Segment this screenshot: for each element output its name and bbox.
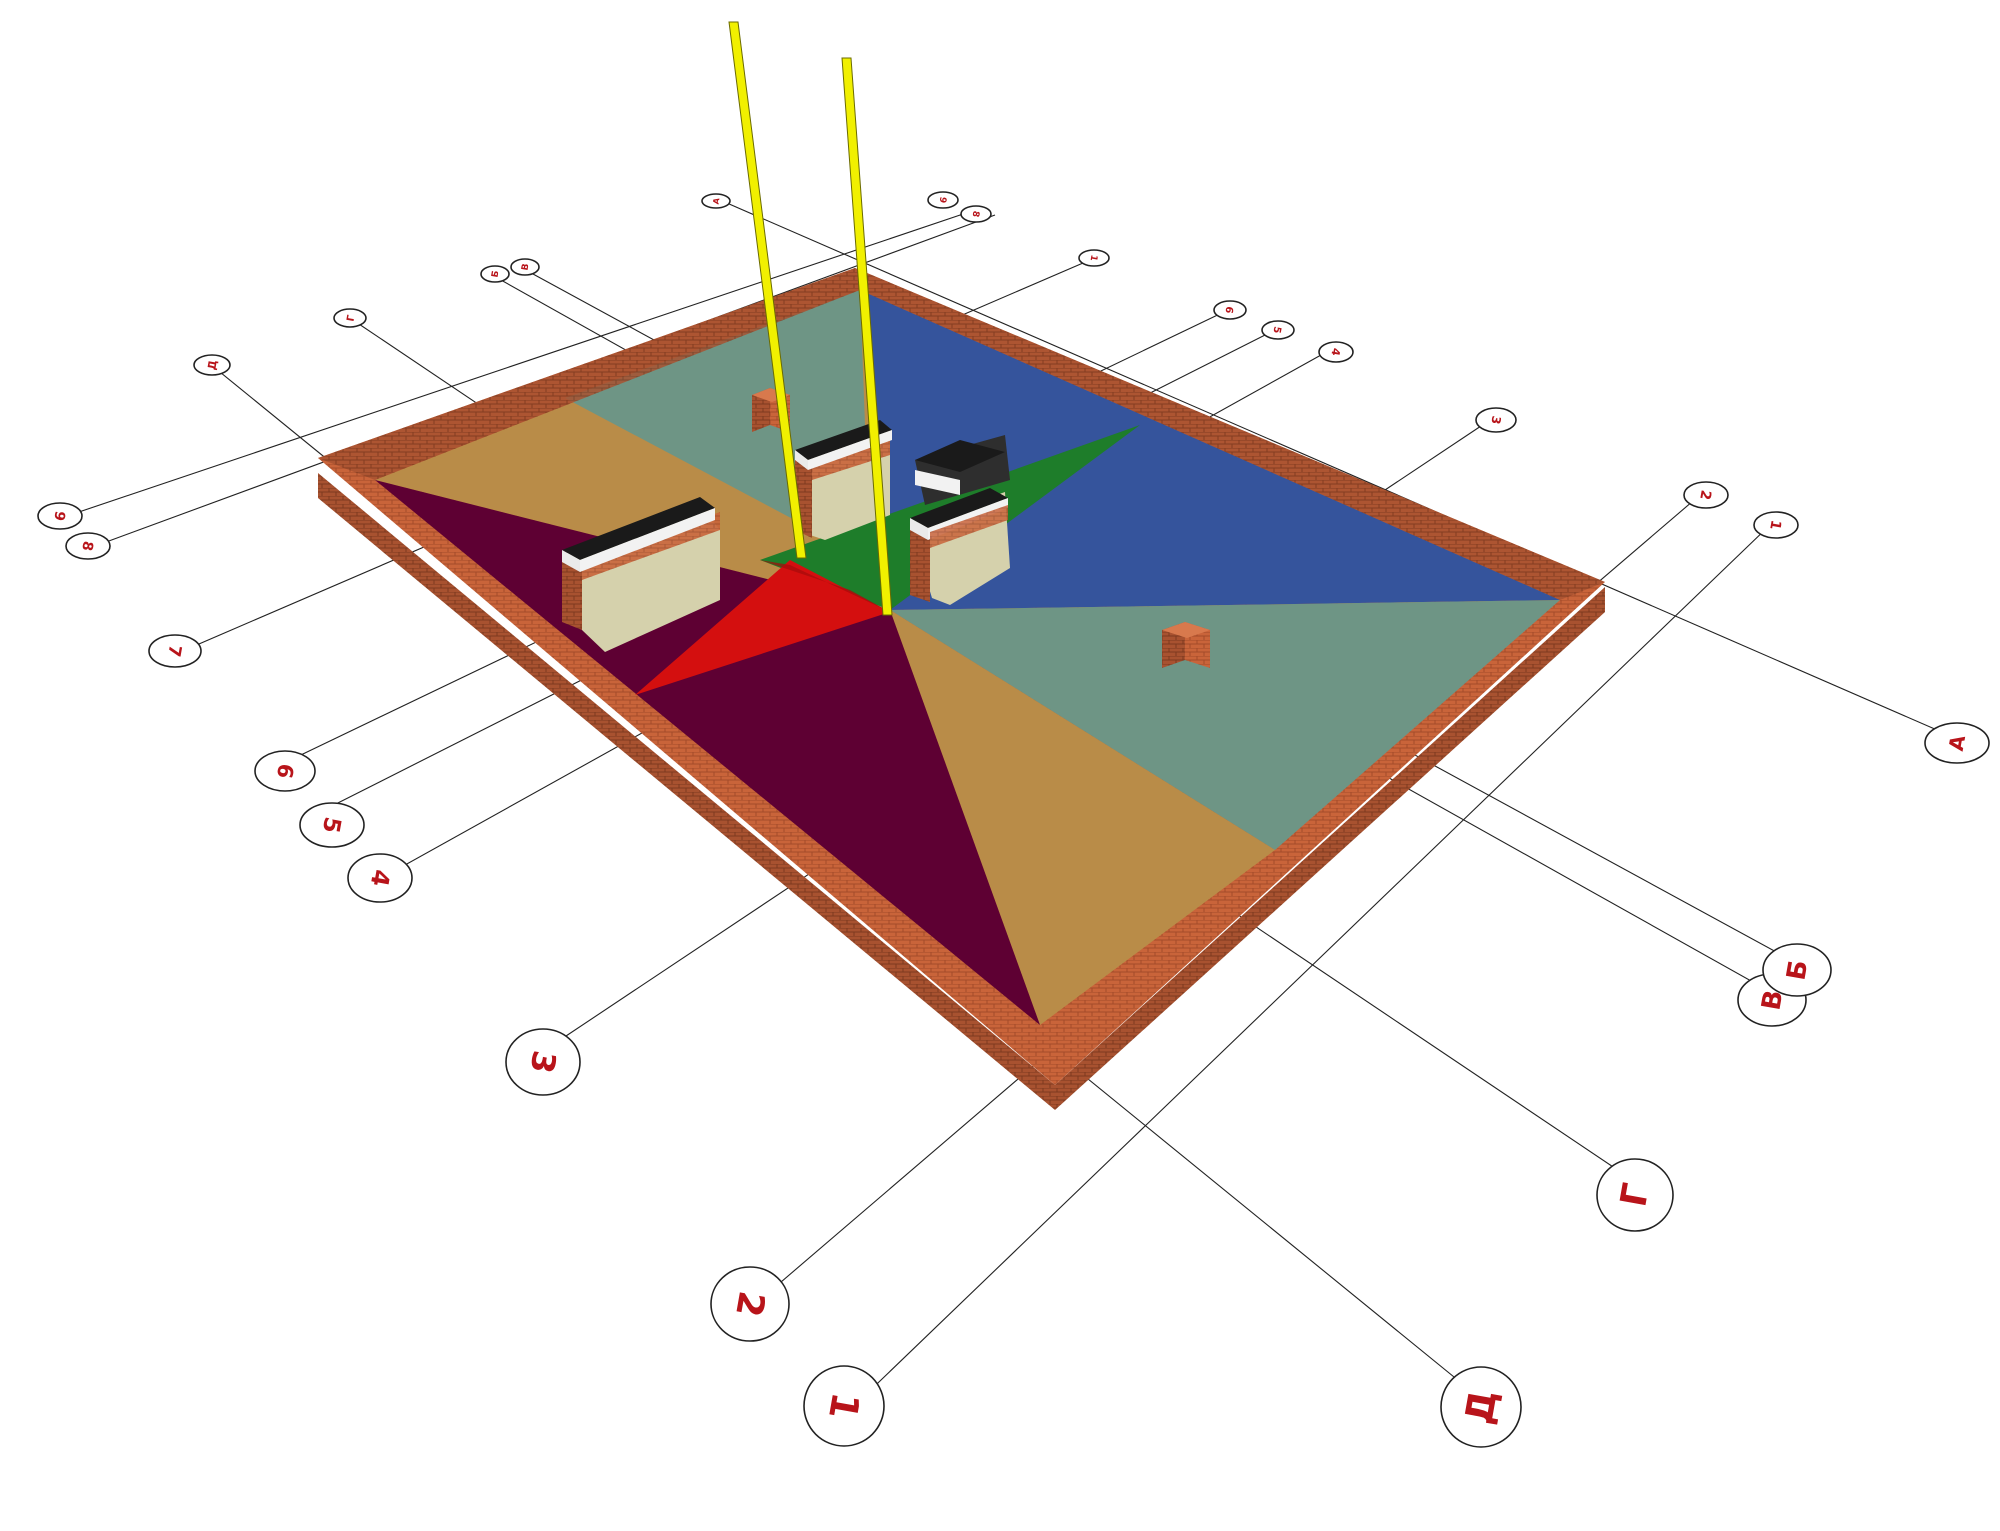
marker-1-bottom-left-circle	[803, 1365, 885, 1447]
axis-marker-circles	[37, 191, 1990, 1448]
marker-7-bottom-left-label: 7	[163, 643, 185, 658]
slab-front-face	[318, 473, 1055, 1110]
marker-5-bottom-left-circle	[299, 802, 365, 848]
rim-back-left	[318, 268, 860, 480]
wall-block-left	[562, 497, 720, 652]
marker-top-6-circle	[1213, 300, 1247, 320]
floor-zones	[375, 290, 1560, 1025]
marker-A-bottom-right-circle	[1924, 722, 1990, 764]
slab-right-face	[1055, 587, 1605, 1110]
marker-top-1-label: 1	[1088, 254, 1099, 262]
marker-5-bottom-left-label: 5	[317, 815, 345, 835]
wall-block-back-right	[915, 435, 1010, 505]
marker-4-bottom-left-circle	[347, 853, 413, 903]
marker-top-5-circle	[1261, 320, 1295, 340]
pipe-left	[728, 21, 807, 559]
marker-top-1-circle	[1078, 249, 1110, 267]
marker-6-bottom-left-circle	[254, 750, 316, 792]
marker-8-bottom-left-label: 8	[78, 540, 95, 552]
zone-ochre-bottom	[890, 610, 1275, 1025]
marker-G-bottom-right-circle	[1596, 1158, 1674, 1232]
pipe-right	[841, 57, 893, 616]
marker-D-bottom-right-label: Д	[1456, 1387, 1505, 1428]
marker-D-bottom-right-circle	[1440, 1366, 1522, 1448]
zone-blue	[860, 290, 1560, 610]
rim-walls	[318, 268, 1605, 600]
marker-2-bottom-left-circle	[710, 1266, 790, 1342]
marker-7-bottom-left-circle	[148, 634, 202, 668]
zone-sage-right	[890, 600, 1560, 850]
marker-top-5-label: 5	[1270, 325, 1282, 334]
marker-top-D-label: Д	[205, 359, 220, 371]
zone-red	[635, 560, 890, 695]
brick-pillar-center	[1162, 622, 1210, 668]
wall-block-right	[910, 488, 1010, 605]
marker-top-G-label: Г	[346, 314, 358, 323]
marker-9-bottom-left-circle	[37, 502, 83, 530]
marker-top-1b-circle	[1753, 511, 1799, 539]
rim-back-right	[855, 268, 1605, 600]
marker-top-4-label: 4	[1328, 347, 1342, 357]
marker-3-bottom-left-circle	[505, 1028, 581, 1096]
marker-top-1b-label: 1	[1766, 519, 1783, 531]
marker-top-V-circle	[510, 258, 540, 276]
marker-top-8-circle	[960, 205, 992, 223]
axis-line-9	[69, 209, 976, 516]
marker-top-9-label: 9	[937, 196, 948, 204]
marker-top-A-label: А	[712, 196, 722, 204]
marker-A-bottom-right-label: А	[1944, 733, 1970, 753]
marker-top-G-circle	[333, 308, 367, 328]
marker-4-bottom-left-label: 4	[365, 867, 395, 888]
marker-top-3-label: 3	[1488, 415, 1503, 426]
marker-B-bottom-right-circle	[1762, 943, 1832, 997]
axis-line-A	[719, 199, 1961, 741]
marker-8-bottom-left-circle	[65, 532, 111, 560]
marker-top-B-circle	[480, 265, 510, 283]
marker-top-6-label: 6	[1222, 305, 1234, 314]
marker-9-bottom-left-label: 9	[50, 510, 67, 522]
marker-6-bottom-left-label: 6	[272, 762, 298, 781]
marker-top-A-circle	[701, 193, 731, 209]
marker-top-V-label: В	[520, 263, 531, 272]
marker-top-2-circle	[1683, 481, 1729, 509]
marker-top-B-label: Б	[490, 270, 501, 279]
marker-top-3-circle	[1475, 407, 1517, 433]
marker-top-8-label: 8	[970, 210, 981, 218]
marker-top-4-circle	[1318, 341, 1354, 363]
yellow-pipes	[728, 21, 893, 616]
marker-top-2-label: 2	[1696, 489, 1713, 501]
marker-top-9-circle	[927, 191, 959, 209]
marker-top-D-circle	[193, 354, 231, 376]
